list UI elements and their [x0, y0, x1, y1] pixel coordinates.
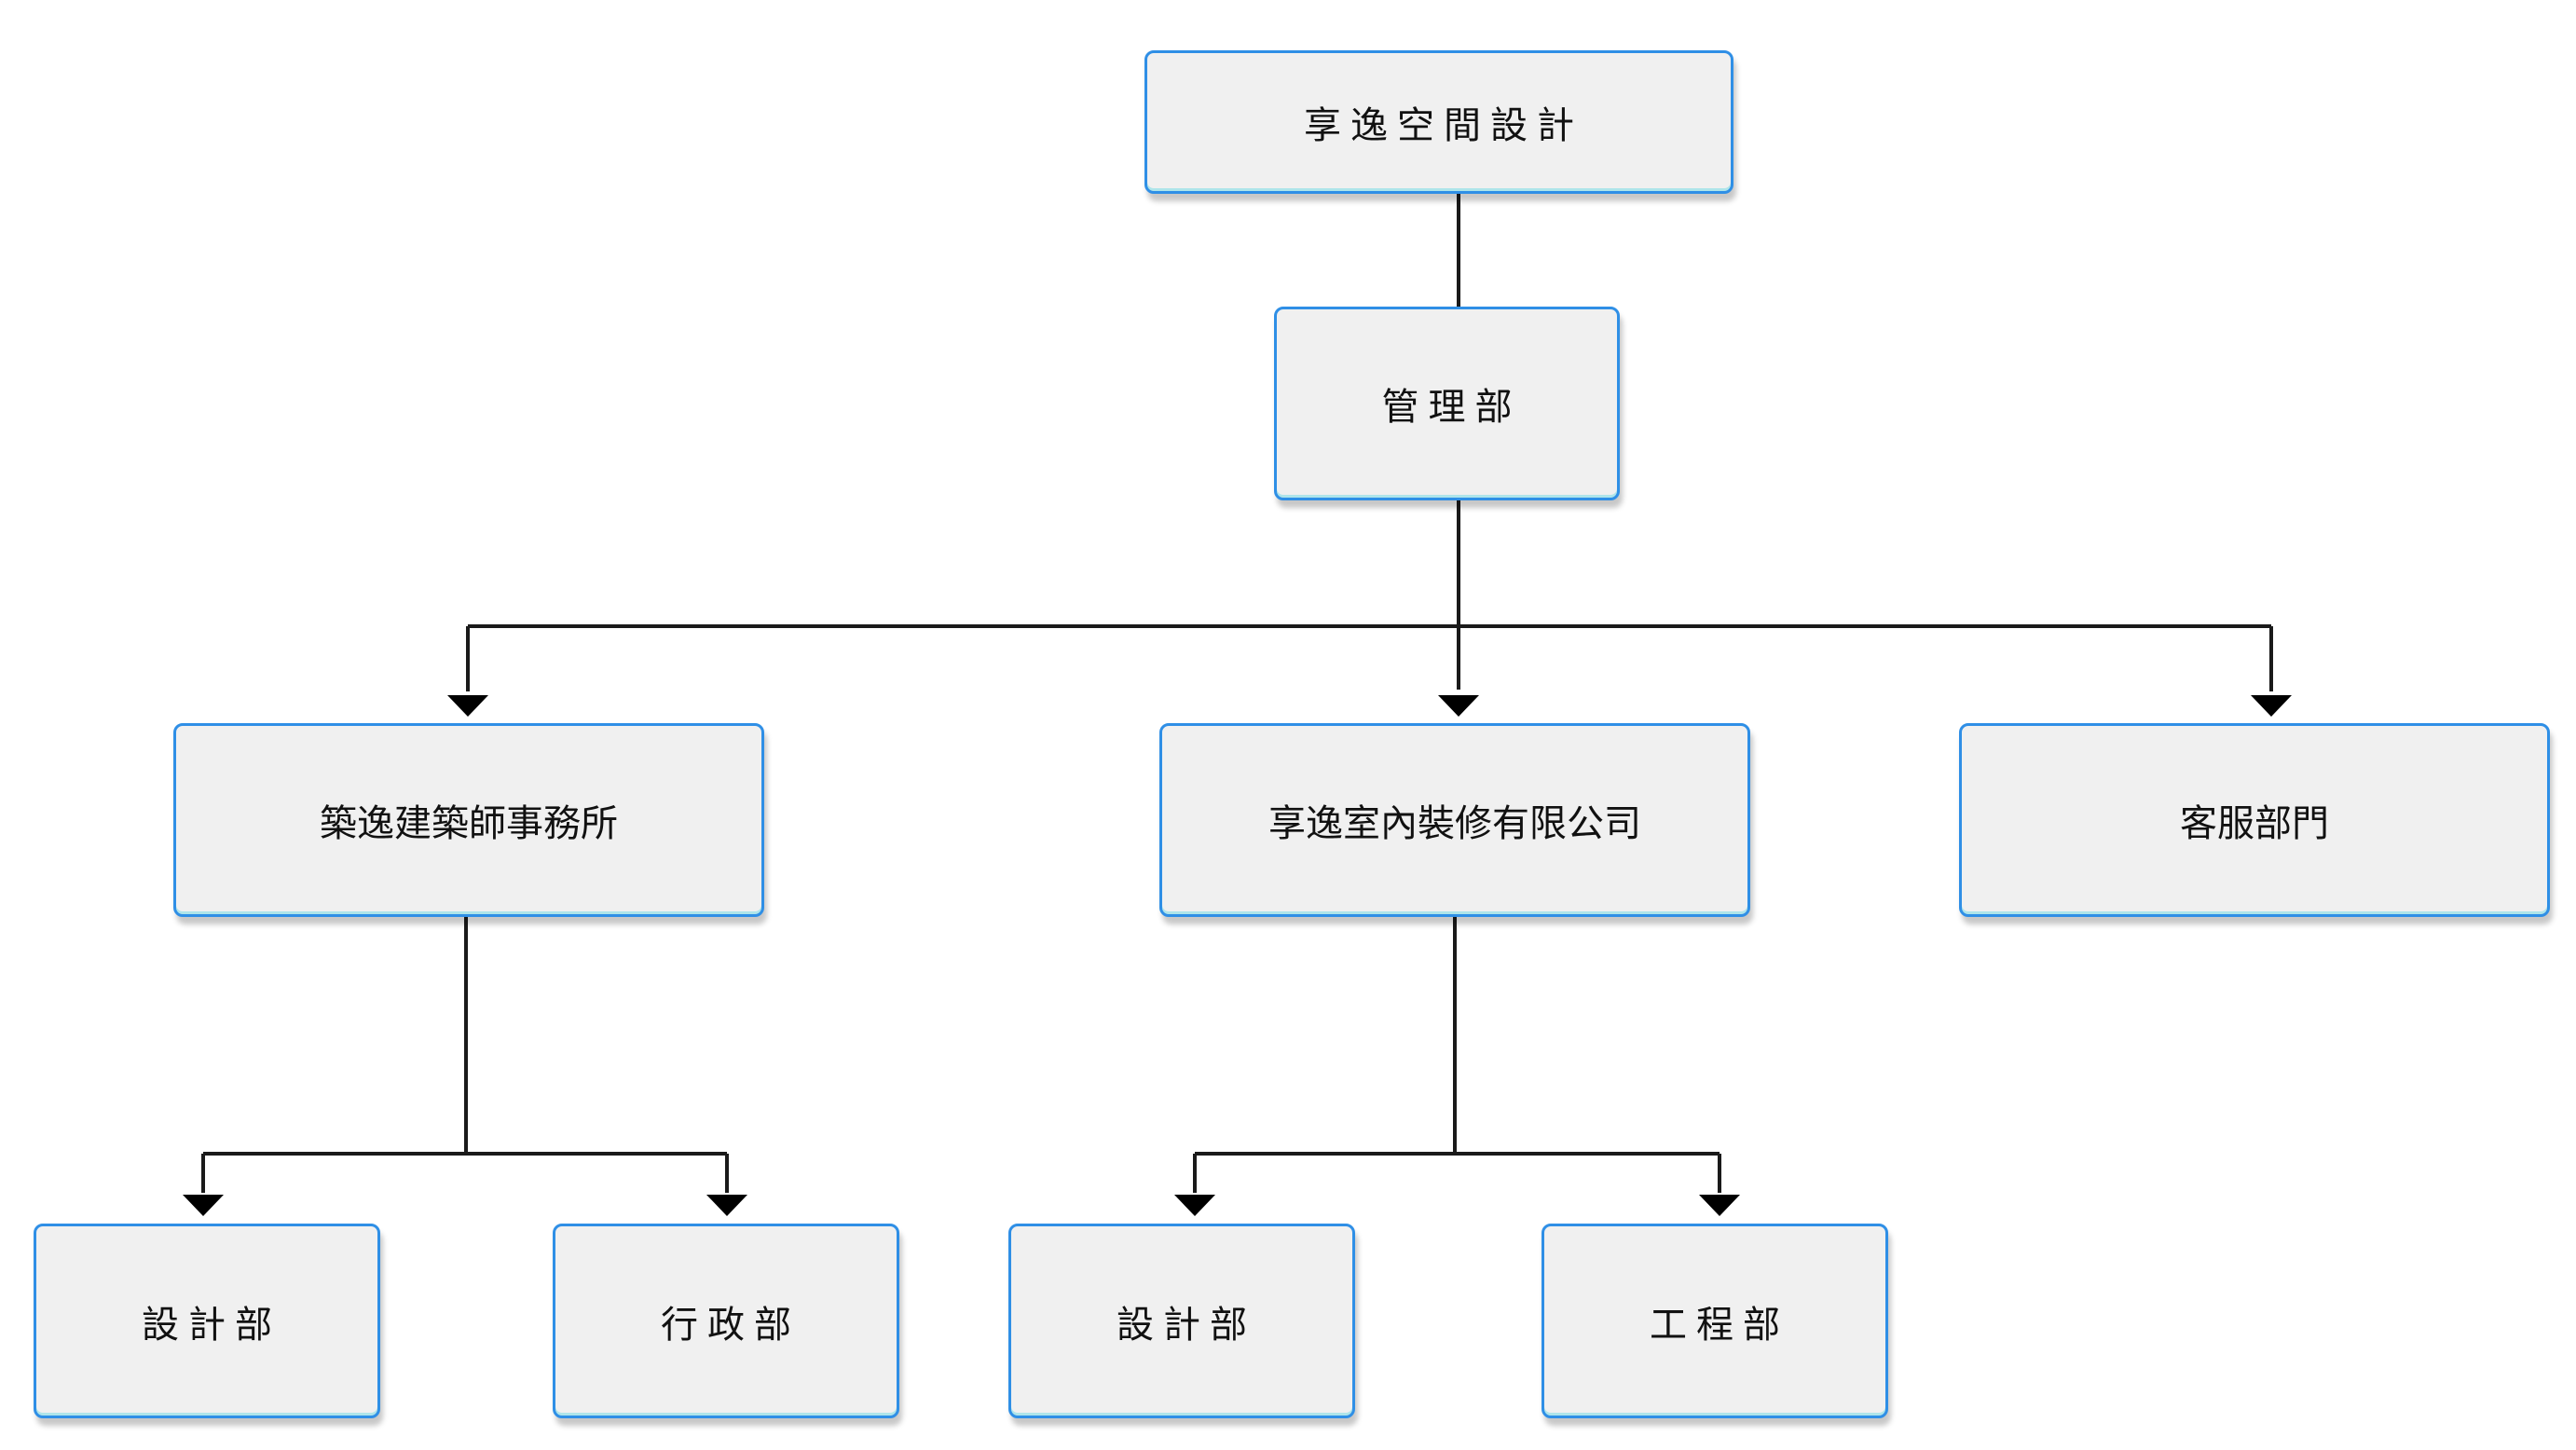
- node-root-label: 享逸空間設計: [1304, 104, 1583, 147]
- node-architecture-firm-label: 築逸建築師事務所: [320, 802, 618, 845]
- arrowhead-arch-design: [183, 1195, 224, 1216]
- node-arch-design-dept-label: 設計部: [142, 1303, 281, 1347]
- arrowhead-customer-service: [2251, 695, 2292, 717]
- arrowhead-int-design: [1174, 1195, 1215, 1216]
- node-interior-design-dept-label: 設計部: [1117, 1303, 1256, 1347]
- node-management: 管理部: [1274, 307, 1620, 500]
- node-interior-design-dept: 設計部: [1008, 1224, 1355, 1418]
- node-customer-service: 客服部門: [1959, 723, 2550, 917]
- arrowhead-architecture: [447, 695, 488, 717]
- node-arch-admin-dept-label: 行政部: [661, 1303, 801, 1347]
- node-arch-admin-dept: 行政部: [553, 1224, 899, 1418]
- node-architecture-firm: 築逸建築師事務所: [173, 723, 764, 917]
- arrowhead-interior: [1438, 695, 1479, 717]
- arrowhead-int-engineering: [1699, 1195, 1740, 1216]
- node-interior-engineering-dept: 工程部: [1541, 1224, 1888, 1418]
- node-customer-service-label: 客服部門: [2180, 802, 2329, 845]
- node-root: 享逸空間設計: [1144, 50, 1733, 194]
- node-interior-company: 享逸室內裝修有限公司: [1159, 723, 1750, 917]
- arrowhead-arch-admin: [706, 1195, 747, 1216]
- node-arch-design-dept: 設計部: [34, 1224, 380, 1418]
- node-interior-engineering-dept-label: 工程部: [1650, 1303, 1789, 1347]
- node-interior-company-label: 享逸室內裝修有限公司: [1268, 802, 1641, 845]
- node-management-label: 管理部: [1381, 386, 1522, 429]
